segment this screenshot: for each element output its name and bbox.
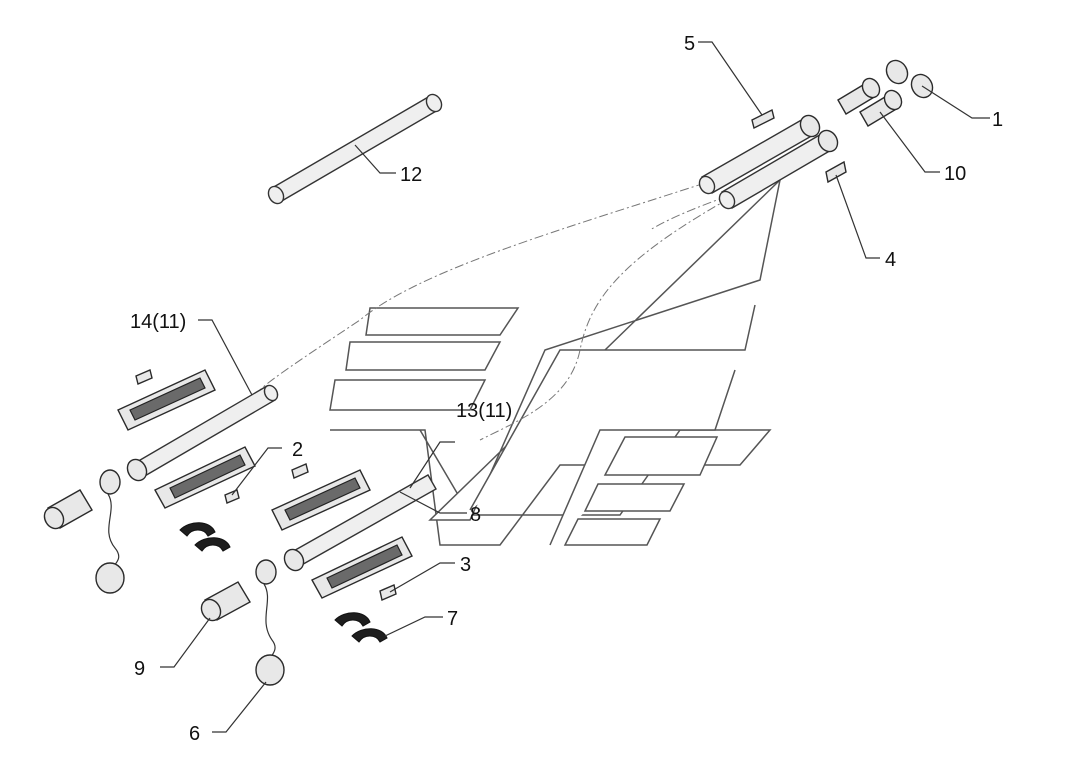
callout-14: 14(11): [130, 311, 186, 333]
callout-8: 8: [470, 504, 481, 526]
callout-labels: 5 1 10 4 12 14(11) 13(11) 2 8 3 7 9 6: [130, 33, 1003, 745]
part-10-fittings: [837, 77, 903, 127]
part-7-clamps: [334, 612, 388, 643]
leader-lines: [160, 41, 990, 733]
left-clamps: [179, 522, 231, 552]
part-14-hose-assembly: [117, 369, 279, 509]
part-12-tube: [267, 93, 443, 205]
callout-7: 7: [447, 608, 458, 630]
left-coupler: [43, 469, 125, 594]
callout-3: 3: [460, 554, 471, 576]
callout-9: 9: [134, 658, 145, 680]
callout-10: 10: [944, 163, 966, 185]
callout-13: 13(11): [456, 400, 512, 422]
part-13-hose-assembly: [271, 463, 437, 601]
hoses-top: [698, 114, 839, 210]
part-9-coupler: [200, 581, 251, 622]
callout-5: 5: [684, 33, 695, 55]
callout-6: 6: [189, 723, 200, 745]
callout-12: 12: [400, 164, 422, 186]
background-frame: [329, 177, 782, 546]
part-5-clip: [751, 108, 775, 130]
part-6-cap: [255, 559, 285, 686]
callout-2: 2: [292, 439, 303, 461]
callout-1: 1: [992, 109, 1003, 131]
part-4-clip: [825, 160, 847, 184]
callout-4: 4: [885, 249, 896, 271]
